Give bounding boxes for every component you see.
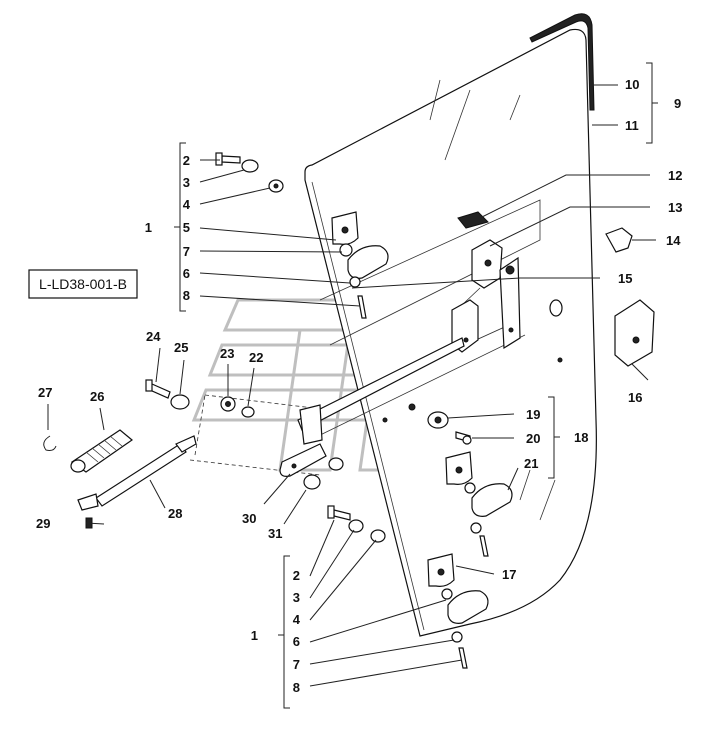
screw-24: [145, 379, 171, 399]
washer-mid: [470, 522, 482, 534]
callout-3-top: 3: [183, 175, 190, 190]
washer-bottom: [451, 631, 463, 643]
callout-31: 31: [268, 526, 282, 541]
circlip-27: [43, 435, 57, 451]
nut-23-hole: [225, 401, 231, 407]
callout-2-bottom: 2: [293, 568, 300, 583]
hinge-arm-bottom: [447, 590, 489, 624]
bracket-group-18: [548, 396, 560, 479]
parts-assembly-outline: [189, 199, 541, 476]
cap-washer-25: [170, 394, 190, 410]
door-glass-panel: [304, 13, 597, 637]
panel-hole-mid: [408, 403, 416, 411]
callout-11: 11: [625, 118, 639, 133]
callout-21: 21: [524, 456, 538, 471]
screw-top: [215, 152, 241, 166]
bushing-top: [339, 243, 353, 257]
latch-strip: [499, 256, 521, 350]
pin-top: [357, 295, 367, 319]
callout-7-top: 7: [183, 244, 190, 259]
callout-4-bottom: 4: [293, 612, 301, 627]
callout-14: 14: [666, 233, 681, 248]
callout-labels: 2 3 4 5 7 6 8 1 10 11 9 12 13 14 15 16 1…: [36, 77, 682, 695]
bar-end-bracket: [299, 404, 323, 445]
hinge-bracket-bottom: [427, 553, 455, 587]
nut-31: [303, 474, 321, 490]
callout-6-top: 6: [183, 266, 190, 281]
callout-13: 13: [668, 200, 682, 215]
pin-mid: [479, 535, 489, 557]
callout-27: 27: [38, 385, 52, 400]
hinge-bracket-mid: [445, 451, 473, 485]
callout-3-bottom: 3: [293, 590, 300, 605]
bracket-group-9: [646, 62, 658, 144]
callout-26: 26: [90, 389, 104, 404]
pin-bottom: [458, 647, 468, 669]
callout-1-bottom: 1: [251, 628, 258, 643]
callout-15: 15: [618, 271, 632, 286]
callout-10: 10: [625, 77, 639, 92]
callout-17: 17: [502, 567, 516, 582]
callout-7-bottom: 7: [293, 657, 300, 672]
callout-12: 12: [668, 168, 682, 183]
callout-9: 9: [674, 96, 681, 111]
drawing-code-text: L-LD38-001-B: [39, 276, 127, 292]
callout-19: 19: [526, 407, 540, 422]
washer-spacer-top: [241, 159, 259, 173]
washer-large-hole: [434, 416, 442, 424]
bracket-30: [279, 443, 327, 477]
callout-8-bottom: 8: [293, 680, 300, 695]
lock-box: [471, 239, 503, 289]
callout-25: 25: [174, 340, 188, 355]
corner-bracket: [614, 299, 655, 367]
hinge-bracket-top: [331, 211, 359, 245]
callout-8-top: 8: [183, 288, 190, 303]
bracket-group-1-bottom: [278, 555, 290, 709]
callout-2-top: 2: [183, 153, 190, 168]
washer-top: [349, 276, 361, 288]
grommet-hole-top: [273, 183, 279, 189]
bracket-group-1-top: [174, 142, 186, 312]
callout-29: 29: [36, 516, 50, 531]
callout-18: 18: [574, 430, 588, 445]
drawing-code-label: L-LD38-001-B: [28, 269, 138, 299]
callout-30: 30: [242, 511, 256, 526]
panel-hole: [549, 299, 563, 317]
bushing-mid: [464, 482, 476, 494]
seal-plate: [457, 211, 489, 229]
gas-strut-28: [77, 435, 197, 511]
spring-26: [70, 429, 133, 473]
callout-24: 24: [146, 329, 161, 344]
callout-20: 20: [526, 431, 540, 446]
callout-28: 28: [168, 506, 182, 521]
nut-31b: [328, 457, 344, 471]
callout-22: 22: [249, 350, 263, 365]
washer-spacer-bottom: [348, 519, 364, 533]
bushing-bottom: [441, 588, 453, 600]
lift-bar: [297, 337, 465, 431]
panel-hole-small: [557, 357, 563, 363]
edge-clip: [605, 227, 633, 253]
hinge-arm-mid: [471, 483, 513, 517]
callout-4-top: 4: [183, 197, 191, 212]
panel-hole-mid2: [382, 417, 388, 423]
callout-6-bottom: 6: [293, 634, 300, 649]
callout-16: 16: [628, 390, 642, 405]
callout-23: 23: [220, 346, 234, 361]
washer-22: [241, 406, 255, 418]
callout-1-top: 1: [145, 220, 152, 235]
leader-lines: [47, 84, 656, 687]
screw-mid: [455, 431, 472, 445]
grommet-bottom: [370, 529, 386, 543]
hinge-arm-top: [347, 245, 389, 279]
screw-bottom: [327, 505, 351, 521]
callout-5-top: 5: [183, 220, 190, 235]
